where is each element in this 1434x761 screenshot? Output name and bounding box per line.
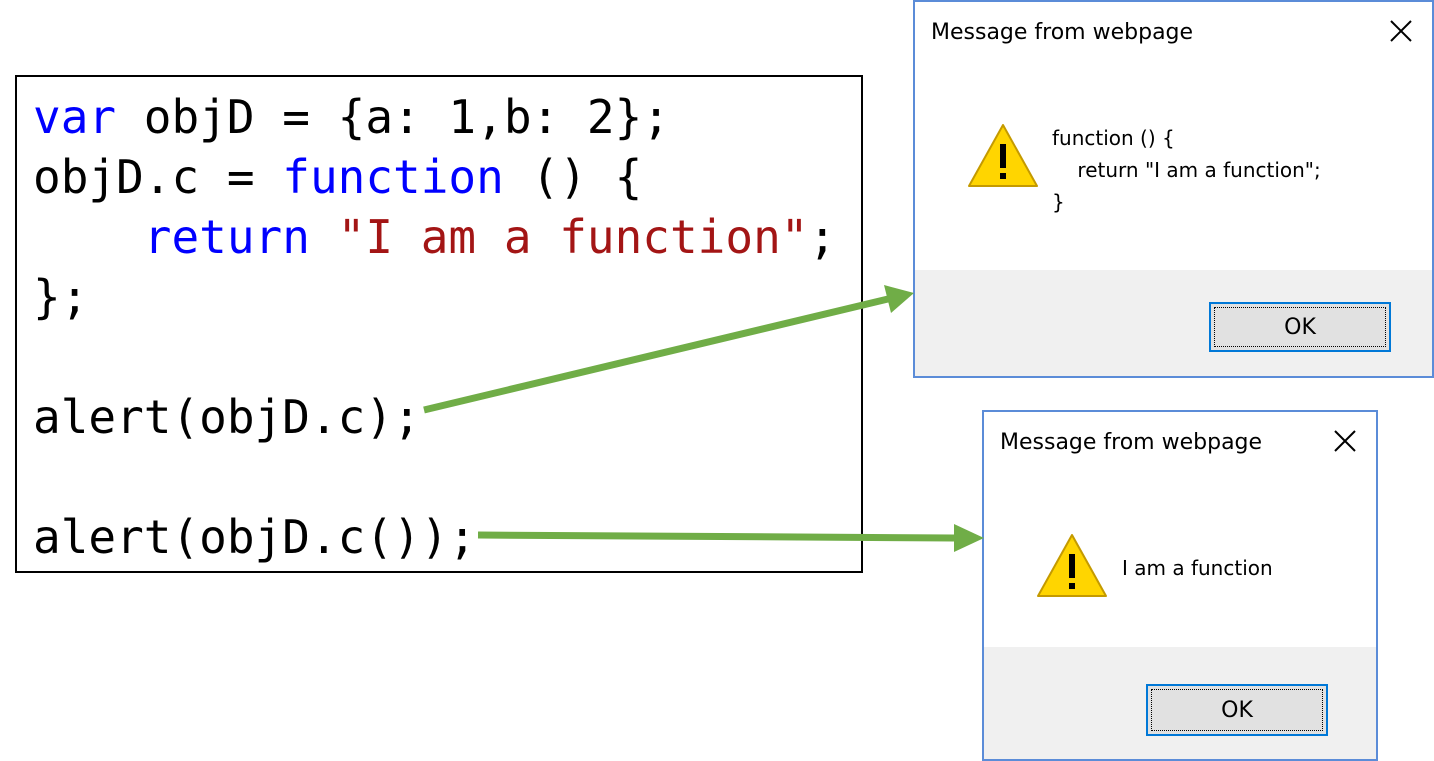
close-button[interactable] — [1328, 424, 1362, 458]
dialog-title: Message from webpage — [1000, 430, 1263, 455]
string-literal: "I am a function" — [337, 210, 809, 264]
code-line-3: return "I am a function"; — [33, 207, 836, 267]
code-text: () { — [503, 150, 643, 204]
code-line-2: objD.c = function () { — [33, 147, 642, 207]
code-snippet: var objD = {a: 1,b: 2}; objD.c = functio… — [15, 75, 863, 573]
ok-label: OK — [1221, 697, 1253, 723]
code-line-4: }; — [33, 270, 89, 324]
code-text: ; — [808, 210, 837, 264]
ok-button[interactable]: OK — [1209, 302, 1391, 352]
code-line-1: var objD = {a: 1,b: 2}; — [33, 87, 670, 147]
keyword: var — [33, 90, 117, 144]
alert-dialog-function-result: Message from webpage I am a function OK — [982, 410, 1378, 761]
close-icon — [1334, 430, 1356, 452]
dialog-message: I am a function — [1122, 556, 1273, 580]
alert-dialog-function-source: Message from webpage function () { retur… — [913, 0, 1434, 378]
code-text: objD = {a: 1,b: 2}; — [116, 90, 670, 144]
warning-icon — [968, 124, 1038, 187]
code-indent — [33, 210, 144, 264]
ok-label: OK — [1284, 314, 1316, 340]
code-space — [310, 210, 338, 264]
code-line-6: alert(objD.c()); — [33, 510, 477, 564]
close-icon — [1390, 20, 1412, 42]
keyword: function — [282, 150, 504, 204]
keyword: return — [143, 210, 310, 264]
ok-button[interactable]: OK — [1146, 684, 1328, 736]
code-text: objD.c = — [33, 150, 283, 204]
warning-icon — [1037, 534, 1107, 597]
dialog-message: function () { return "I am a function"; … — [1052, 126, 1321, 214]
code-line-5: alert(objD.c); — [33, 390, 421, 444]
dialog-title: Message from webpage — [931, 20, 1194, 45]
close-button[interactable] — [1384, 14, 1418, 48]
